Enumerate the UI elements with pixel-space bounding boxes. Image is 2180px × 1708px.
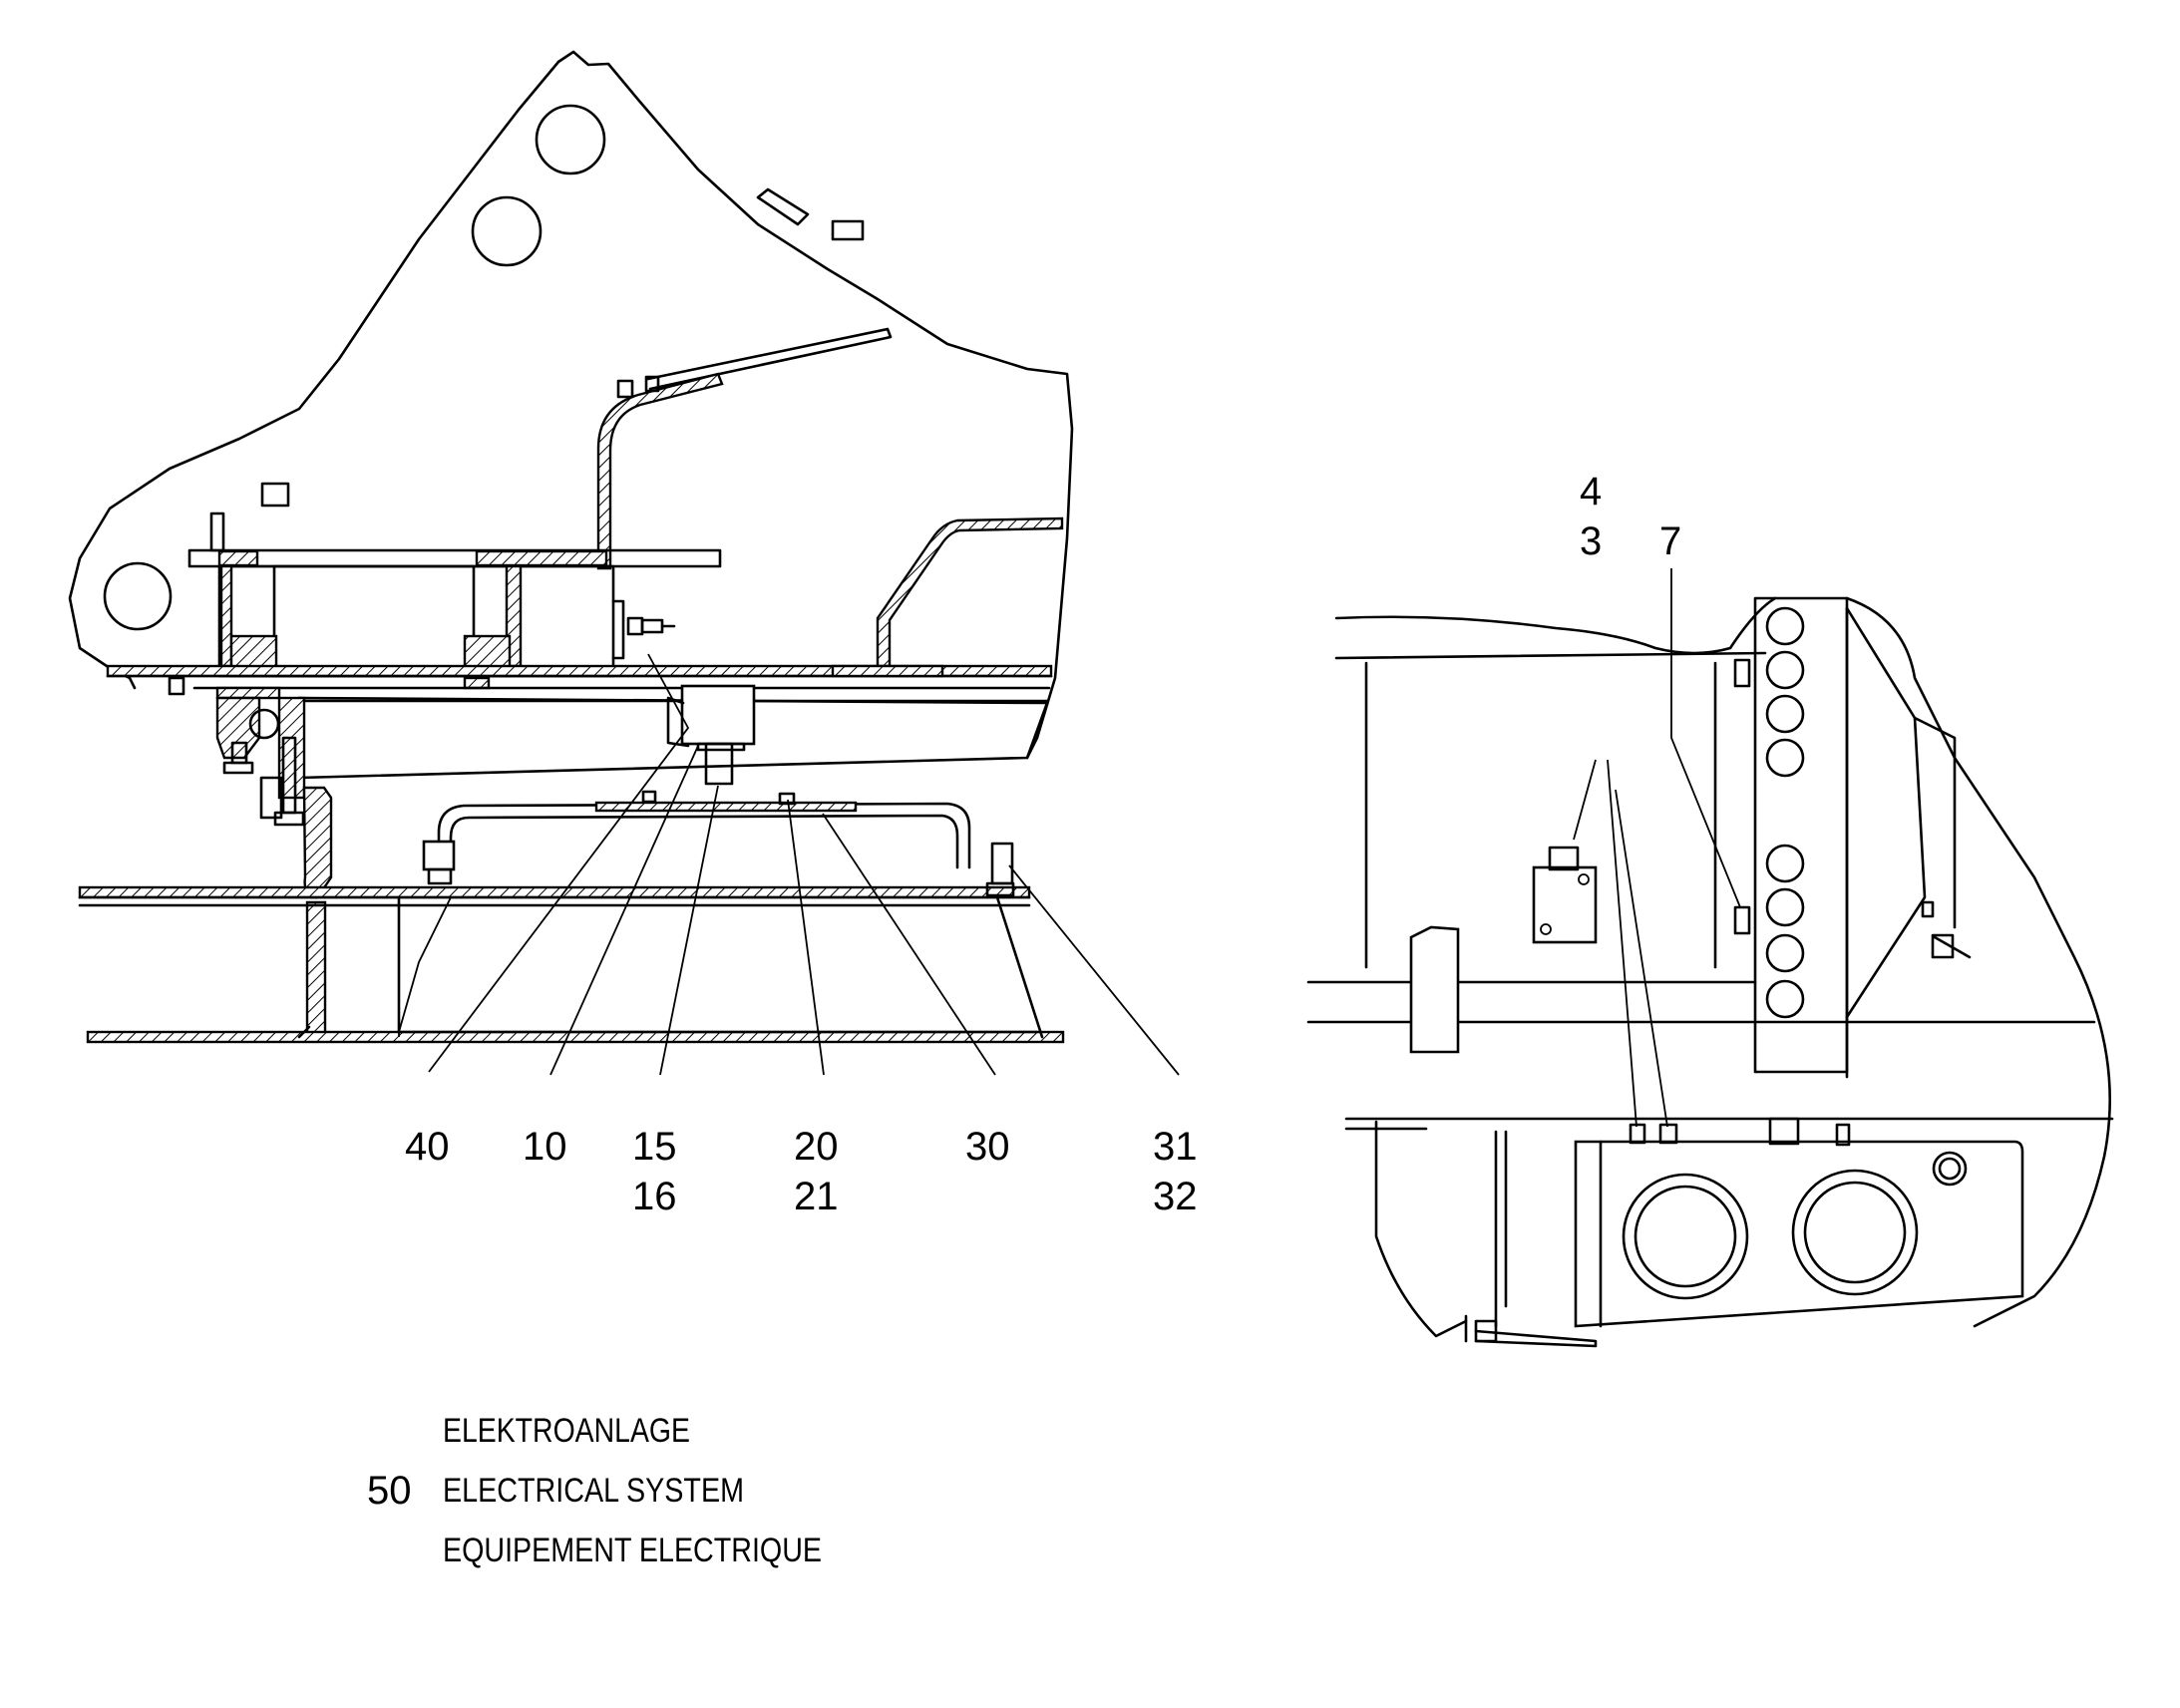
right-detail-view bbox=[1306, 568, 2114, 1348]
callout-32: 32 bbox=[1153, 1175, 1198, 1218]
caption-number: 50 bbox=[367, 1469, 412, 1513]
caption-french: EQUIPEMENT ELECTRIQUE bbox=[443, 1532, 822, 1569]
caption-german: ELEKTROANLAGE bbox=[443, 1412, 690, 1450]
callout-21: 21 bbox=[794, 1175, 839, 1218]
callout-4: 4 bbox=[1580, 470, 1602, 513]
callout-40: 40 bbox=[405, 1125, 450, 1169]
caption-english: ELECTRICAL SYSTEM bbox=[443, 1472, 744, 1510]
callout-30: 30 bbox=[965, 1125, 1010, 1169]
callout-16: 16 bbox=[632, 1175, 677, 1218]
callout-10: 10 bbox=[523, 1125, 567, 1169]
callout-15: 15 bbox=[632, 1125, 677, 1169]
left-section-view bbox=[68, 50, 1180, 1076]
callouts-right: 4 3 7 bbox=[1580, 470, 1681, 563]
callouts-left: 40 10 15 16 20 21 30 31 32 bbox=[405, 1125, 1198, 1218]
callout-7: 7 bbox=[1659, 519, 1681, 563]
callout-20: 20 bbox=[794, 1125, 839, 1169]
callout-3: 3 bbox=[1580, 519, 1602, 563]
callout-31: 31 bbox=[1153, 1125, 1198, 1169]
caption-block: 50 ELEKTROANLAGE ELECTRICAL SYSTEM EQUIP… bbox=[367, 1412, 822, 1569]
